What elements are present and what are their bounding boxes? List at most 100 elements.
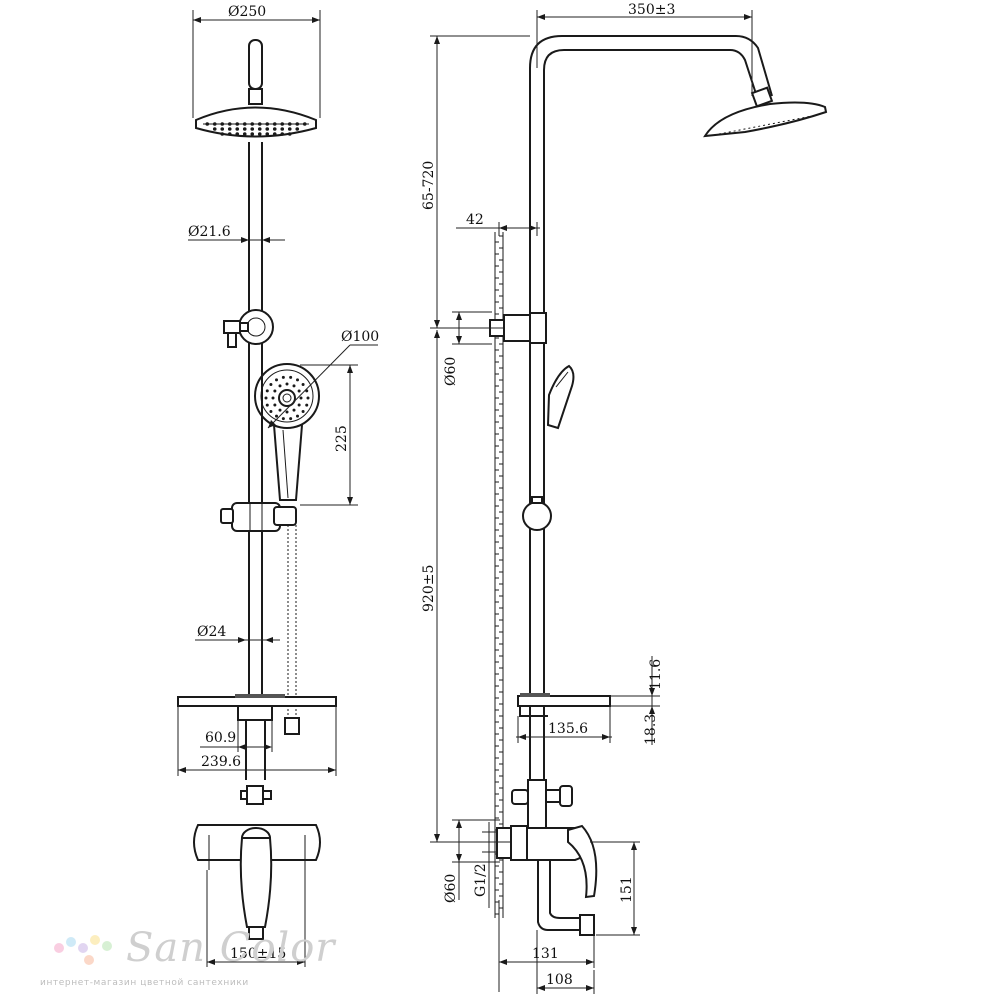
nozzle-dot	[250, 132, 255, 136]
nozzle-dot	[235, 132, 240, 136]
nozzle-dot	[299, 396, 303, 400]
nozzle-dot	[265, 122, 270, 126]
diverter	[240, 785, 272, 805]
nozzle-dot	[287, 132, 292, 136]
nozzle-dot	[235, 127, 240, 131]
dim-head-diameter: Ø250	[228, 4, 266, 20]
nozzle-dot	[287, 122, 292, 126]
logo-dot	[78, 943, 88, 953]
logo-dot	[102, 941, 112, 951]
nozzle-dot	[269, 409, 273, 413]
brand-logo: San Color интернет-магазин цветной санте…	[40, 925, 334, 995]
dim-height-range: 65-720	[421, 161, 437, 210]
nozzle-dot	[289, 417, 293, 421]
nozzle-dot	[285, 382, 289, 386]
mixer-front	[193, 824, 321, 940]
dim-rail-diameter: Ø21.6	[188, 224, 231, 240]
nozzle-dot	[220, 127, 225, 131]
side-view: 350±3 65-720 42 Ø60 920±5 11.6 18.3 135.…	[421, 2, 828, 994]
dim-flange-diameter: Ø60	[443, 874, 459, 903]
nozzle-dot	[212, 127, 217, 131]
nozzle-dot	[242, 122, 247, 126]
hand-shower-side	[546, 364, 575, 430]
nozzle-dot	[305, 403, 309, 407]
nozzle-dot	[242, 127, 247, 131]
nozzle-dot	[272, 127, 277, 131]
dim-wall-offset: 42	[466, 212, 484, 228]
nozzle-dot	[272, 122, 277, 126]
diverter-side	[511, 779, 573, 829]
shower-rail	[245, 142, 266, 780]
dim-hand-shower-diameter: Ø100	[341, 329, 379, 345]
hand-shower	[254, 363, 320, 501]
front-dimensions	[177, 10, 378, 967]
nozzle-dot	[289, 375, 293, 379]
dim-mixer-height: 151	[619, 876, 635, 903]
dim-lower-rail-diameter: Ø24	[197, 624, 226, 640]
slider-side	[522, 496, 552, 531]
nozzle-dot	[292, 384, 296, 388]
nozzle-dot	[281, 417, 285, 421]
nozzle-dot	[280, 122, 285, 126]
dim-shelf-height: 18.3	[643, 714, 659, 745]
dim-spout-reach: 131	[532, 946, 559, 962]
nozzle-dot	[264, 396, 268, 400]
shelf-side	[517, 693, 611, 717]
nozzle-dot	[296, 378, 299, 382]
nozzle-dot	[235, 122, 240, 126]
brand-name: San Color	[126, 925, 336, 971]
nozzle-dot	[265, 132, 270, 136]
nozzle-dot	[297, 403, 301, 407]
nozzle-dot	[265, 389, 269, 393]
nozzle-dot	[220, 122, 225, 126]
dim-thread: G1/2	[473, 863, 489, 897]
nozzle-dot	[295, 122, 300, 126]
nozzle-dot	[292, 408, 296, 412]
nozzle-dot	[301, 409, 305, 413]
nozzle-dot	[250, 127, 255, 131]
dim-mixer-spacing: 150±15	[230, 946, 286, 962]
nozzle-dot	[275, 378, 278, 382]
nozzle-dot	[295, 127, 300, 131]
dim-rail-length: 920±5	[421, 565, 437, 612]
nozzle-dot	[297, 389, 301, 393]
nozzle-dot	[296, 414, 299, 418]
nozzle-dot	[227, 132, 232, 136]
nozzle-dot	[212, 122, 217, 126]
nozzle-dot	[285, 410, 289, 414]
brand-tagline: интернет-магазин цветной сантехники	[40, 978, 249, 988]
nozzle-dot	[242, 132, 247, 136]
nozzle-dot	[280, 127, 285, 131]
nozzle-dot	[269, 383, 273, 387]
nozzle-dot	[271, 396, 275, 400]
dim-shelf-thickness: 11.6	[648, 659, 664, 690]
nozzle-dot	[250, 122, 255, 126]
nozzle-dot	[220, 132, 225, 136]
nozzle-dot	[278, 384, 282, 388]
nozzle-dot	[301, 383, 305, 387]
dim-shelf-depth: 135.6	[548, 721, 588, 737]
shower-hose	[284, 525, 300, 735]
mixer-side	[496, 824, 598, 936]
slide-holder	[220, 502, 297, 532]
dim-shelf-width: 239.6	[201, 754, 241, 770]
dim-hand-shower-height: 225	[334, 425, 350, 452]
nozzle-dot	[273, 389, 277, 393]
wall-bracket	[223, 309, 274, 348]
nozzle-dot	[306, 396, 310, 400]
nozzle-dot	[275, 414, 278, 418]
wall-hatch	[494, 232, 504, 918]
nozzle-dot	[265, 403, 269, 407]
logo-dot	[66, 937, 76, 947]
nozzle-dot	[257, 127, 262, 131]
nozzle-dot	[227, 127, 232, 131]
rain-head-side	[703, 101, 828, 138]
nozzle-dot	[257, 132, 262, 136]
logo-dots-icon	[54, 935, 118, 969]
dim-shelf-offset: 60.9	[205, 730, 236, 746]
logo-dot	[54, 943, 64, 953]
side-dimensions	[430, 10, 753, 994]
nozzle-dot	[287, 127, 292, 131]
front-view: Ø250 Ø21.6 Ø100 225 Ø24 60.9 239.6 150±1…	[177, 4, 379, 967]
nozzle-dot	[205, 122, 210, 126]
